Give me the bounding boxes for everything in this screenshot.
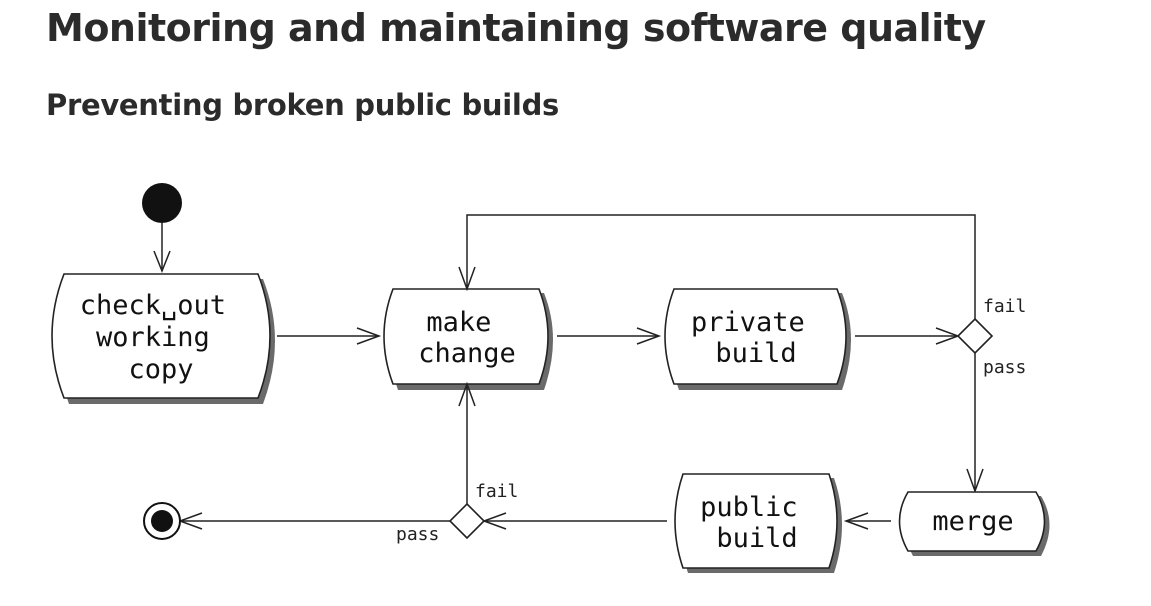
final-node bbox=[143, 502, 181, 540]
guard-private-pass: pass bbox=[983, 357, 1026, 378]
action-public-build: public build bbox=[674, 473, 842, 573]
edge-initial-to-checkout bbox=[153, 223, 171, 274]
decision-public-build bbox=[448, 502, 486, 540]
action-public-build-line-1: public bbox=[700, 492, 798, 523]
edge-private-build-to-decision bbox=[855, 327, 961, 345]
edge-make-change-to-private-build bbox=[557, 327, 662, 345]
svg-text:merge: merge bbox=[932, 506, 1013, 537]
action-checkout-line-1: check␣out bbox=[80, 290, 226, 321]
action-make-change-line-2: change bbox=[418, 338, 516, 369]
action-make-change-line-1: make bbox=[426, 307, 491, 338]
edge-merge-to-public-build bbox=[843, 512, 891, 530]
action-private-build: private build bbox=[664, 288, 851, 390]
action-private-build-line-1: private bbox=[691, 307, 805, 338]
action-checkout-line-2: working bbox=[96, 322, 210, 353]
guard-private-fail: fail bbox=[983, 296, 1026, 317]
edge-checkout-to-make-change bbox=[277, 327, 382, 345]
edge-private-fail-to-make-change bbox=[458, 214, 976, 319]
edge-private-pass-to-merge bbox=[966, 353, 984, 494]
page-title: Monitoring and maintaining software qual… bbox=[46, 6, 986, 50]
svg-text:public build: public build bbox=[700, 492, 814, 554]
edge-public-fail-to-make-change bbox=[458, 381, 476, 504]
guard-public-fail: fail bbox=[475, 481, 518, 502]
action-public-build-line-2: build bbox=[716, 523, 797, 554]
page-subtitle: Preventing broken public builds bbox=[46, 88, 559, 122]
initial-node bbox=[142, 183, 182, 223]
guard-public-pass: pass bbox=[396, 524, 439, 545]
svg-text:check␣out working: check␣out working copy bbox=[80, 290, 243, 385]
action-private-build-line-2: build bbox=[715, 338, 796, 369]
action-checkout: check␣out working copy bbox=[51, 273, 275, 404]
action-merge-line-1: merge bbox=[932, 506, 1013, 537]
decision-private-build bbox=[956, 317, 994, 355]
action-checkout-line-3: copy bbox=[128, 354, 193, 385]
svg-text:private build: private build bbox=[691, 307, 821, 369]
svg-text:make change: make change bbox=[418, 307, 516, 369]
edge-public-build-to-decision bbox=[481, 512, 667, 530]
action-merge: merge bbox=[898, 491, 1050, 556]
action-make-change: make change bbox=[383, 288, 553, 390]
